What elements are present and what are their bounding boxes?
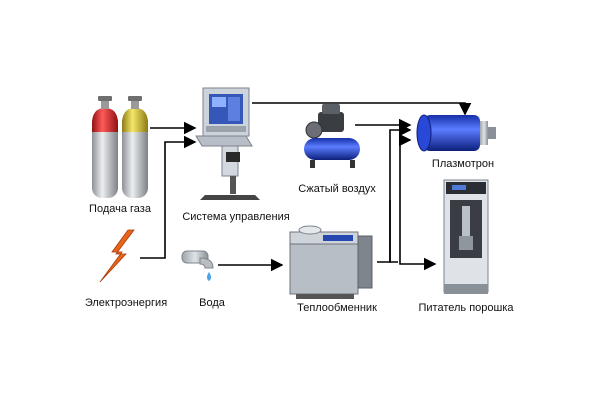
label-gas-supply: Подача газа — [89, 203, 152, 215]
label-plasmatron: Плазмотрон — [432, 158, 494, 170]
lightning-icon — [99, 229, 135, 283]
label-powder-feeder: Питатель порошка — [418, 302, 514, 314]
gas-cylinder-yellow-icon — [122, 96, 148, 198]
gas-cylinder-red-icon — [92, 96, 118, 198]
label-water: Вода — [199, 297, 226, 309]
plasma-torch-icon — [416, 114, 496, 152]
water-tap-icon — [181, 250, 214, 281]
arrow-exchanger-to-plasmatron — [377, 123, 412, 263]
label-electricity: Электроэнергия — [85, 297, 167, 309]
heat-exchanger-icon — [289, 225, 373, 299]
arrow-to-powder-feeder — [399, 140, 437, 271]
connector-exchanger-branch — [389, 200, 398, 263]
powder-feeder-icon — [443, 179, 489, 294]
connectors — [140, 102, 472, 272]
label-heat-exchanger: Теплообменник — [297, 302, 377, 314]
arrow-electricity-to-control — [140, 135, 197, 259]
air-compressor-icon — [304, 104, 360, 168]
label-control-system: Система управления — [182, 211, 289, 223]
arrow-control-to-plasmatron — [252, 102, 472, 116]
control-console-icon — [195, 87, 260, 200]
label-compressed-air: Сжатый воздух — [298, 183, 376, 195]
